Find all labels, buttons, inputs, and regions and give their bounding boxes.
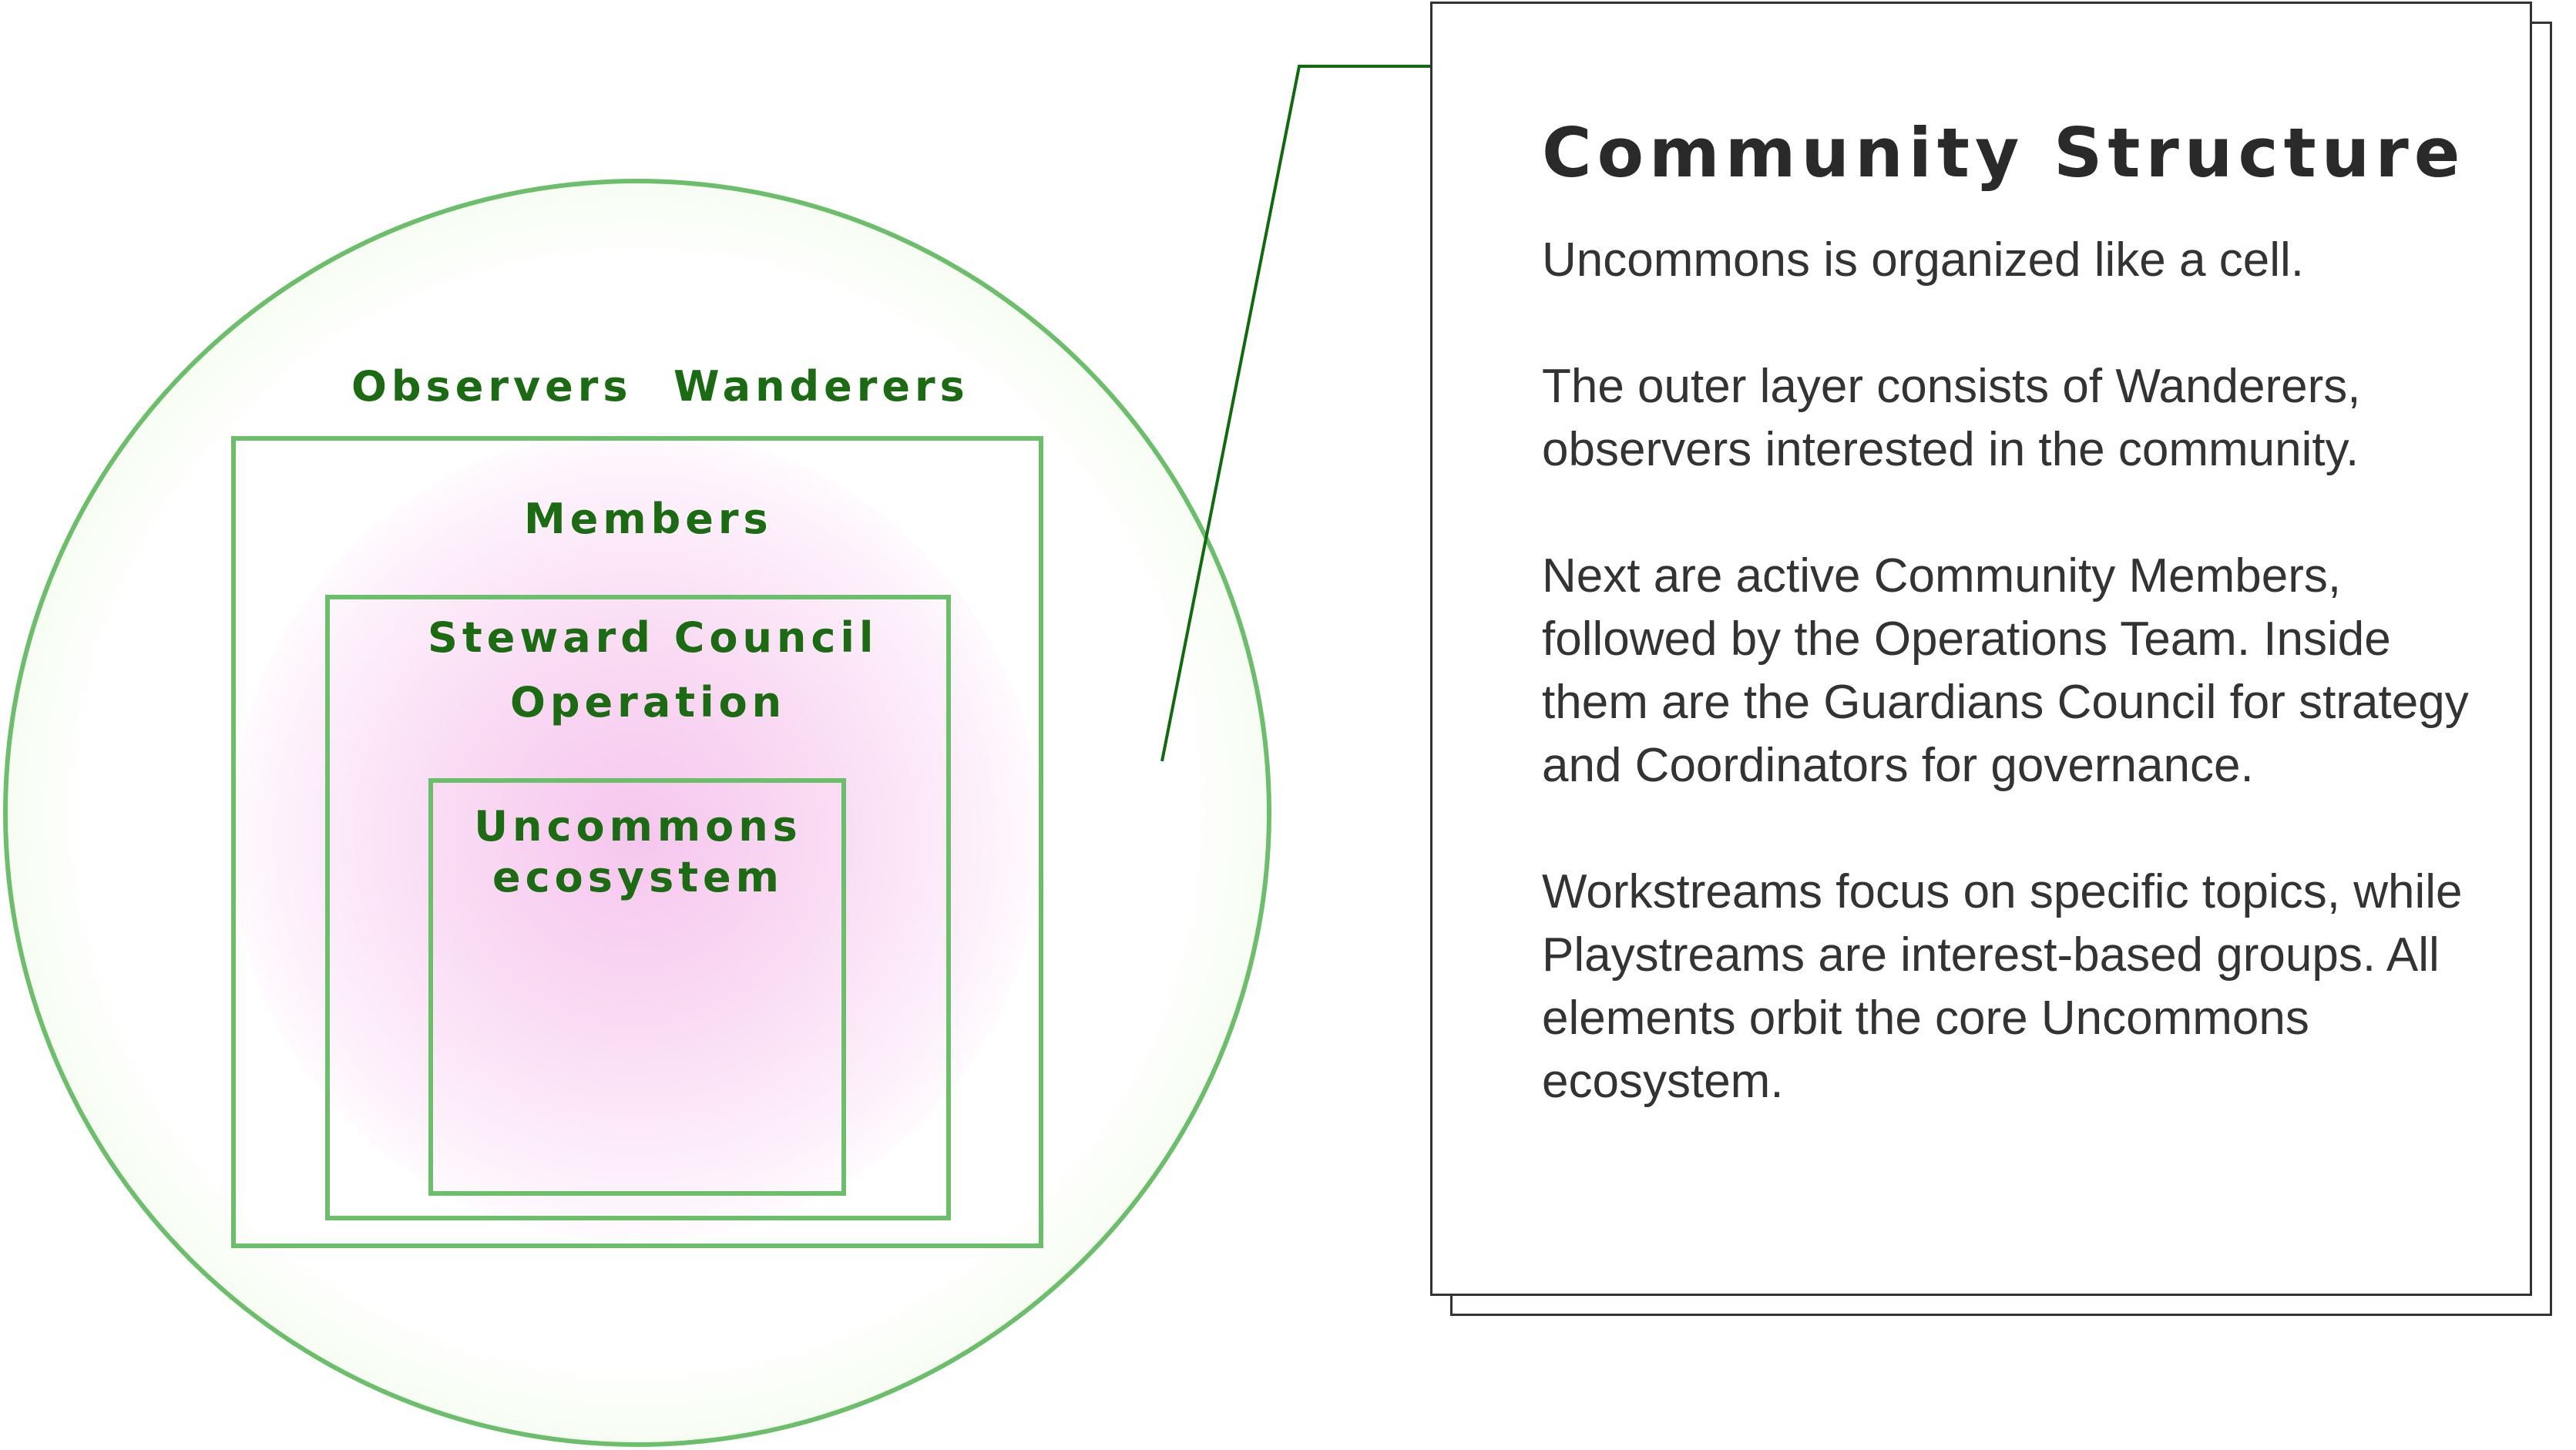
members-label: Members — [524, 495, 773, 543]
card-paragraph: The outer layer consists of Wanderers, o… — [1542, 360, 2361, 476]
card-paragraph: Workstreams focus on specific topics, wh… — [1542, 865, 2463, 1108]
members-layer-box — [231, 436, 1043, 1248]
operation-label: Operation — [510, 678, 787, 727]
wanderers-label: Wanderers — [673, 362, 969, 411]
steward-council-layer-box — [325, 595, 951, 1220]
card-title: Community Structure — [1542, 113, 2466, 193]
card-body: Uncommons is organized like a cell. The … — [1542, 229, 2490, 1176]
steward-council-label: Steward Council — [428, 613, 878, 662]
core-ecosystem-box — [428, 778, 846, 1196]
inner-glow — [231, 431, 1040, 1240]
card-paragraph: Uncommons is organized like a cell. — [1542, 233, 2304, 287]
core-ecosystem-label: Uncommons ecosystem — [474, 802, 802, 901]
card-paragraph: Next are active Community Members, follo… — [1542, 549, 2469, 792]
info-card: Community Structure Uncommons is organiz… — [1430, 2, 2532, 1296]
observers-label: Observers — [351, 362, 633, 411]
